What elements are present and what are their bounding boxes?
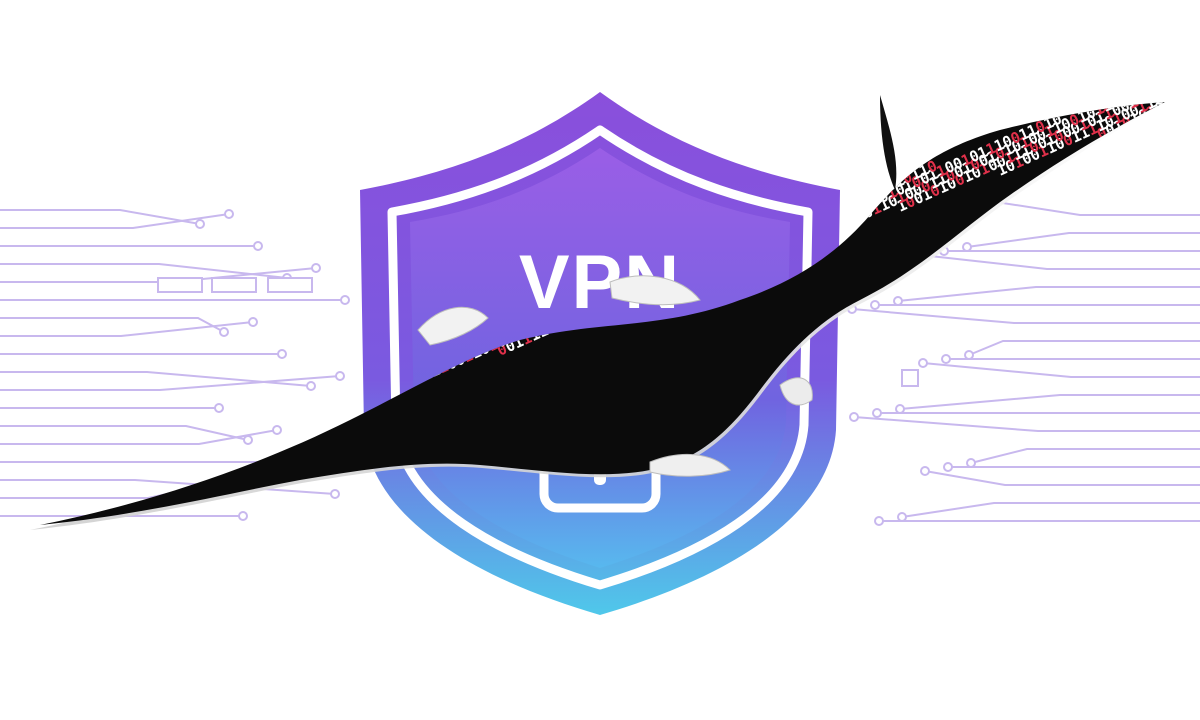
circuit-trace: [901, 502, 1200, 518]
circuit-node: [893, 296, 903, 306]
circuit-node: [253, 241, 263, 251]
circuit-node: [272, 425, 282, 435]
circuit-node: [943, 462, 953, 472]
circuit-node: [238, 511, 248, 521]
circuit-trace: [0, 317, 225, 333]
circuit-pad: [901, 369, 919, 387]
circuit-trace: [920, 254, 1200, 270]
circuit-node: [849, 412, 859, 422]
binary-row: 1010011001111010011001010100011001110101: [994, 16, 1200, 179]
circuit-chip: [267, 277, 313, 293]
circuit-trace: [851, 308, 1200, 324]
circuit-node: [219, 327, 229, 337]
circuit-node: [195, 219, 205, 229]
circuit-trace: [0, 375, 341, 391]
circuit-node: [941, 354, 951, 364]
circuit-node: [874, 516, 884, 526]
circuit-trace: [966, 232, 1200, 248]
circuit-trace: [0, 209, 201, 225]
circuit-node: [895, 404, 905, 414]
circuit-node: [224, 209, 234, 219]
circuit-trace: [970, 448, 1200, 464]
circuit-node: [311, 263, 321, 273]
circuit-node: [872, 408, 882, 418]
circuit-chip: [157, 277, 203, 293]
circuit-trace: [899, 394, 1200, 410]
circuit-trace: [0, 371, 312, 387]
circuit-trace: [0, 425, 249, 441]
circuit-node: [918, 358, 928, 368]
circuit-trace: [0, 429, 278, 445]
circuit-node: [335, 371, 345, 381]
circuit-node: [870, 300, 880, 310]
circuit-trace: [0, 213, 230, 229]
circuit-node: [897, 512, 907, 522]
circuit-node: [306, 381, 316, 391]
circuit-node: [214, 403, 224, 413]
circuit-trace: [0, 321, 254, 337]
circuit-trace: [989, 200, 1200, 216]
circuit-trace: [853, 416, 1200, 432]
circuit-node: [920, 466, 930, 476]
circuit-node: [330, 489, 340, 499]
circuit-trace: [897, 286, 1200, 302]
circuit-node: [277, 349, 287, 359]
binary-row: 1001010010100111001000101100101001110010…: [894, 45, 1200, 216]
circuit-node: [962, 242, 972, 252]
circuit-node: [340, 295, 350, 305]
circuit-board-pattern: [0, 196, 1200, 526]
circuit-trace: [968, 340, 1200, 356]
circuit-trace: [922, 362, 1200, 378]
circuit-node: [243, 435, 253, 445]
circuit-node: [964, 350, 974, 360]
circuit-trace: [0, 263, 288, 279]
circuit-chip: [211, 277, 257, 293]
circuit-trace: [924, 470, 1200, 486]
circuit-node: [966, 458, 976, 468]
circuit-node: [248, 317, 258, 327]
